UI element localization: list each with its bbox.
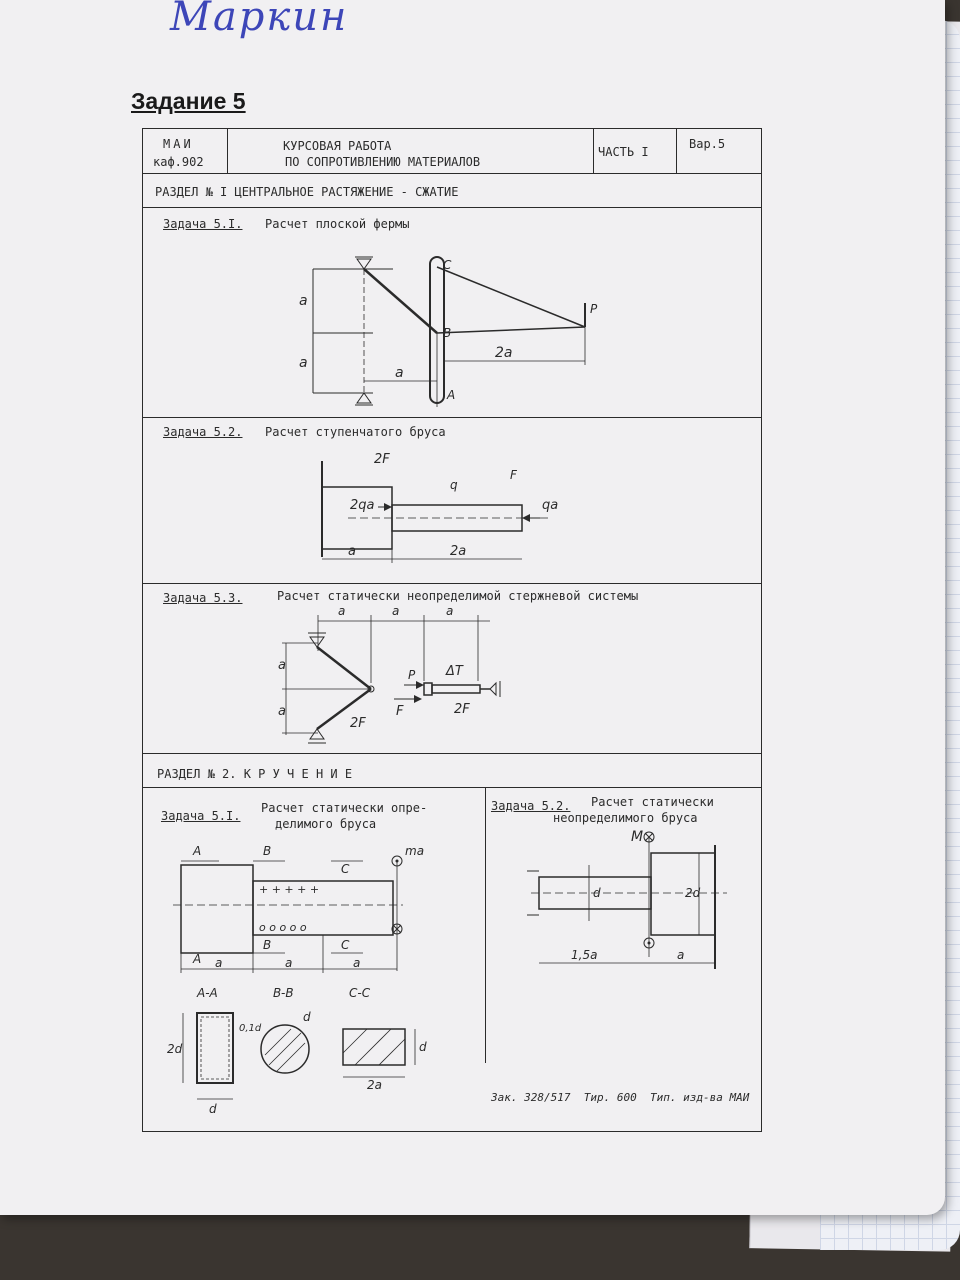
rod-label-left-a1: a	[278, 658, 286, 673]
rod-label-2f-right: 2F	[454, 702, 470, 717]
truss-label-a2: a	[299, 355, 308, 371]
bar-label-2f: 2F	[374, 452, 390, 467]
bar-label-a: a	[348, 544, 356, 559]
truss-diagram: C B A P a a a 2a	[299, 256, 598, 407]
torsion-label-len1: a	[215, 956, 222, 970]
section1-title: РАЗДЕЛ № I ЦЕНТРАЛЬНОЕ РАСТЯЖЕНИЕ - СЖАТ…	[155, 185, 459, 199]
course-title-line2: ПО СОПРОТИВЛЕНИЮ МАТЕРИАЛОВ	[285, 155, 481, 169]
truss-label-2a: 2a	[495, 345, 513, 361]
task-2-1-number: Задача 5.I.	[161, 809, 241, 823]
bar-label-2qa: 2qa	[350, 498, 375, 513]
cut-label-cc: C-C	[349, 986, 371, 1000]
section-label-circle-d: d	[303, 1010, 311, 1024]
truss-label-a-point: A	[446, 388, 455, 402]
task-1-2-title: Расчет ступенчатого бруса	[265, 425, 446, 439]
truss-label-a3: a	[395, 365, 404, 381]
rod-label-top-a2: a	[392, 604, 399, 618]
print-footer: Зак. 328/517 Тир. 600 Тип. изд-ва МАИ	[491, 1091, 749, 1104]
torsion-label-c-bot: C	[341, 938, 350, 952]
torsion-bar-diagram: + + + + + o o o o o A B C A B C ma a a a…	[167, 844, 427, 1116]
torsion-label-len2: a	[285, 956, 292, 970]
task-2-2-title-line1: Расчет статически	[591, 795, 714, 809]
rod-label-top-a1: a	[338, 604, 345, 618]
order-number: 328/517	[524, 1091, 571, 1104]
section-label-rect-2a: 2a	[367, 1078, 382, 1092]
publisher: Тип. изд-ва МАИ	[649, 1091, 750, 1104]
department-label: каф.902	[153, 155, 204, 169]
truss-label-c: C	[443, 258, 452, 272]
task-1-3-number: Задача 5.3.	[163, 591, 243, 605]
stepped-bar-diagram: 2F F 2qa q qa a 2a	[321, 452, 558, 563]
task-1-3-title: Расчет статически неопределимой стержнев…	[277, 589, 639, 603]
cut-label-bb: B-B	[273, 986, 294, 1000]
bar-label-q: q	[450, 478, 458, 492]
torsion-label-len3: a	[353, 956, 360, 970]
task-2-1-title-line2: делимого бруса	[275, 817, 377, 831]
assignment-form: МАИ каф.902 КУРСОВАЯ РАБОТА ПО СОПРОТИВЛ…	[142, 128, 762, 1132]
torsion-label-b-bot: B	[263, 938, 271, 952]
print-run: 600	[616, 1091, 637, 1104]
print-run-label: Тир.	[583, 1091, 611, 1104]
section2-title: РАЗДЕЛ № 2. К Р У Ч Е Н И Е	[157, 767, 353, 781]
course-title-line1: КУРСОВАЯ РАБОТА	[283, 139, 392, 153]
rod-label-p: P	[408, 668, 416, 682]
rod-label-left-a2: a	[278, 704, 286, 719]
task-2-2-title-line2: неопределимого бруса	[553, 811, 698, 825]
rod-label-f: F	[396, 704, 404, 719]
order-label: Зак.	[491, 1091, 518, 1104]
indeterminate-bar-diagram: M d 2d 1,5a a	[527, 829, 727, 969]
truss-label-b: B	[443, 326, 451, 340]
part-label: ЧАСТЬ I	[598, 145, 649, 159]
task-1-1-number: Задача 5.I.	[163, 217, 243, 231]
torsion-label-a-bot: A	[192, 952, 201, 966]
ind-bar-label-m: M	[631, 829, 643, 845]
bar-label-f: F	[510, 468, 518, 482]
task-heading: Задание 5	[131, 88, 246, 114]
truss-label-a1: a	[299, 293, 308, 309]
bar-label-2a: 2a	[450, 544, 466, 559]
handwritten-name: Маркин	[170, 0, 349, 40]
task-1-1-title: Расчет плоской фермы	[265, 217, 410, 231]
rod-label-2f: 2F	[350, 716, 366, 731]
cut-label-aa: A-A	[196, 986, 218, 1000]
section-label-rect-d: d	[419, 1040, 427, 1054]
rod-label-delta-t: ΔT	[445, 664, 464, 679]
section-label-wall: 0,1d	[239, 1023, 262, 1034]
torsion-label-ma: ma	[405, 844, 424, 858]
assignment-sheet: Маркин Задание 5 МАИ каф.902 КУРСОВАЯ РА…	[0, 0, 945, 1215]
variant-label: Вар.5	[689, 137, 726, 151]
svg-text:o o o o o: o o o o o	[259, 921, 307, 934]
section-label-2d: 2d	[167, 1042, 183, 1056]
torsion-label-a-top: A	[192, 844, 201, 858]
ind-bar-label-15a: 1,5a	[571, 948, 597, 962]
bar-label-qa: qa	[542, 498, 558, 513]
section-label-d-box: d	[209, 1102, 217, 1116]
torsion-label-b-top: B	[263, 844, 271, 858]
svg-text:+ + + + +: + + + + +	[259, 883, 319, 896]
rod-system-diagram: a a a a a 2F P F ΔT 2F	[278, 604, 501, 744]
ind-bar-label-a: a	[677, 948, 684, 962]
task-1-2-number: Задача 5.2.	[163, 425, 243, 439]
task-2-2-number: Задача 5.2.	[491, 799, 571, 813]
truss-label-p: P	[590, 302, 598, 316]
institute-label: МАИ	[163, 137, 194, 151]
ind-bar-label-2d: 2d	[685, 886, 701, 900]
rod-label-top-a3: a	[446, 604, 453, 618]
ind-bar-label-d: d	[593, 886, 601, 900]
torsion-label-c-top: C	[341, 862, 350, 876]
task-2-1-title-line1: Расчет статически опре-	[261, 801, 428, 815]
